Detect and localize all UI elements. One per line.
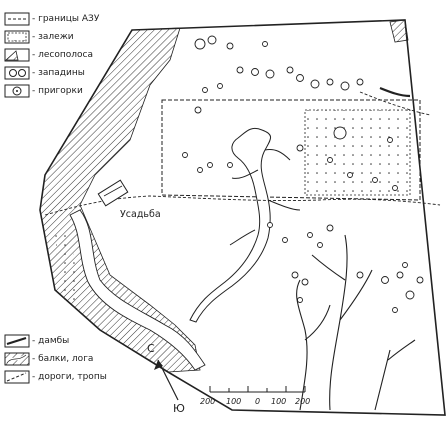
north-arrow	[154, 359, 179, 401]
estate-label: Усадьба	[120, 209, 161, 220]
scale-tick-label: 0	[255, 397, 261, 406]
fallow-area-right	[304, 109, 411, 196]
road	[44, 195, 441, 216]
road-swatch-icon	[4, 370, 30, 384]
legend-item-boundary: - границы АЗУ	[4, 10, 144, 28]
hillocks	[296, 126, 347, 152]
legend-label-gully: - балки, лога	[32, 354, 94, 364]
gully-branch-right-2	[296, 279, 331, 411]
scale-tick-label: 100	[226, 397, 242, 406]
legend-item-dam: - дамбы	[4, 332, 144, 350]
gully-branch-right-3	[374, 339, 416, 411]
left-gully	[69, 209, 206, 371]
scale-tick-label: 200	[200, 397, 216, 406]
legend-item-fallow: - залежи	[4, 28, 144, 46]
scale-bar	[209, 386, 306, 393]
legend-label-road: - дороги, тропы	[32, 372, 107, 382]
fallow-swatch-icon	[4, 30, 30, 44]
legend-bottom: - дамбы - балки, лога - дороги, тропы	[4, 332, 144, 386]
boundary-swatch-icon	[4, 12, 30, 26]
forest-belt	[39, 27, 201, 373]
legend-label-hillock: - пригорки	[32, 86, 83, 96]
dam	[379, 86, 411, 98]
legend-item-forest-belt: - лесополоса	[4, 46, 144, 64]
north-label: С	[147, 342, 155, 355]
legend-label-forest-belt: - лесополоса	[32, 50, 93, 60]
legend-item-road: - дороги, тропы	[4, 368, 144, 386]
legend-top: - границы АЗУ - залежи - лесополоса - за…	[4, 10, 144, 100]
legend-item-depression: - западины	[4, 64, 144, 82]
gully-branch-right-1	[311, 234, 373, 411]
legend-label-boundary: - границы АЗУ	[32, 14, 100, 24]
south-label: Ю	[173, 402, 185, 415]
azu-boundary	[161, 99, 421, 201]
forest-belt-swatch-icon	[4, 48, 30, 62]
estate-building	[97, 179, 129, 207]
gully-branch-upper	[229, 149, 301, 246]
legend-item-hillock: - пригорки	[4, 82, 144, 100]
hillock-swatch-icon	[4, 84, 30, 98]
legend-label-depression: - западины	[32, 68, 85, 78]
central-gully	[189, 127, 271, 323]
depressions	[182, 35, 424, 313]
legend-label-dam: - дамбы	[32, 336, 70, 346]
dam-swatch-icon	[4, 334, 30, 348]
path-upper-right	[359, 91, 431, 116]
scale-tick-label: 200	[295, 397, 311, 406]
depression-swatch-icon	[4, 66, 30, 80]
fallow-area-left	[55, 230, 80, 300]
gully-swatch-icon	[4, 352, 30, 366]
legend-item-gully: - балки, лога	[4, 350, 144, 368]
legend-label-fallow: - залежи	[32, 32, 74, 42]
scale-tick-label: 100	[271, 397, 287, 406]
forest-belt-top-right	[389, 19, 409, 43]
